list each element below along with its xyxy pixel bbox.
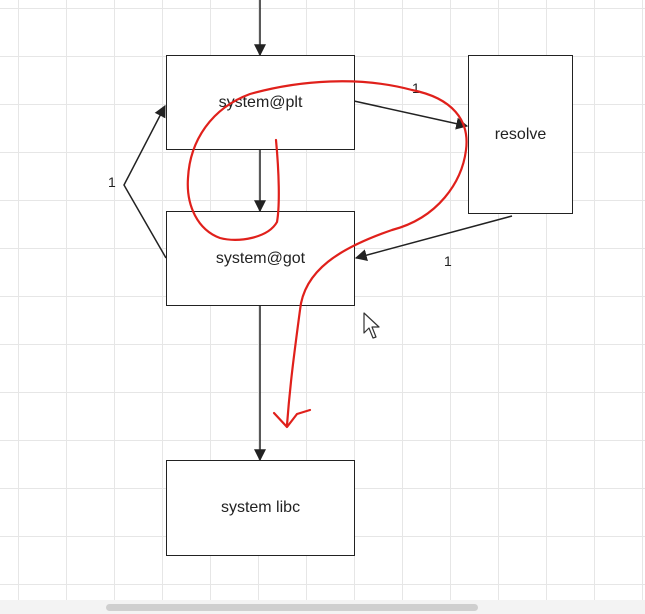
mouse-pointer-icon xyxy=(363,312,380,339)
edge-resolve-to-got xyxy=(354,215,513,261)
horizontal-scrollbar-thumb[interactable] xyxy=(106,604,478,611)
red-annotation-arrowhead xyxy=(272,408,312,429)
node-system-got-label: system@got xyxy=(215,249,306,267)
red-annotation-stroke xyxy=(186,80,468,427)
horizontal-scrollbar[interactable] xyxy=(0,600,645,614)
node-resolve[interactable]: resolve xyxy=(468,55,573,214)
edge-label-got-to-plt: 1 xyxy=(108,174,116,190)
node-resolve-label: resolve xyxy=(494,125,547,143)
node-system-plt[interactable]: system@plt xyxy=(166,55,355,150)
edge-label-plt-to-resolve: 1 xyxy=(412,80,420,96)
node-system-libc[interactable]: system libc xyxy=(166,460,355,556)
edge-label-resolve-to-got: 1 xyxy=(444,253,452,269)
edge-plt-to-resolve xyxy=(353,100,469,130)
node-system-libc-label: system libc xyxy=(220,499,301,516)
node-system-got[interactable]: system@got xyxy=(166,211,355,306)
edge-got-to-plt xyxy=(123,104,167,259)
